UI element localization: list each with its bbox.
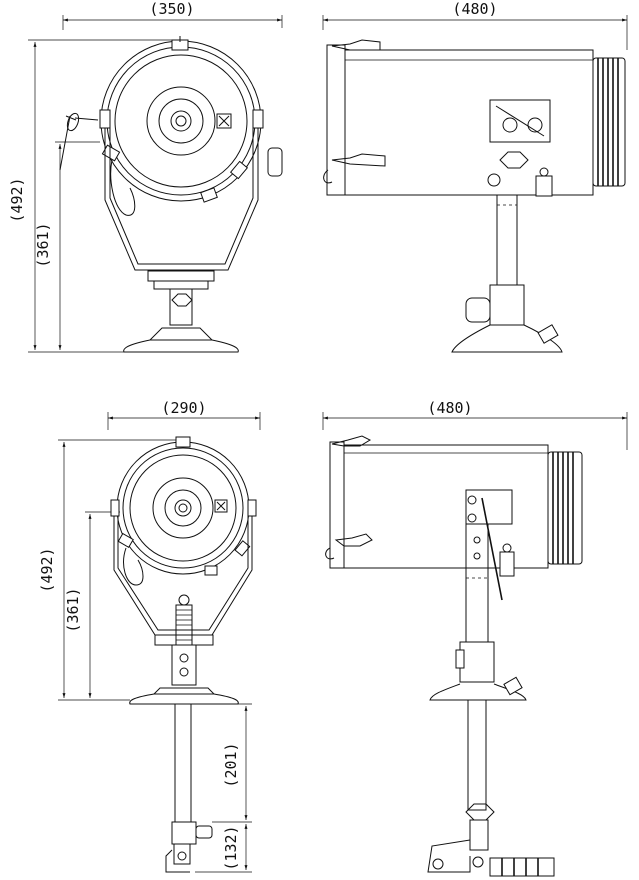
width-dimension-480-bottom: (480) <box>427 399 472 417</box>
width-dimension-290: (290) <box>161 399 206 417</box>
pole-dimension-201: (201) <box>222 742 240 787</box>
pole-dimension-132: (132) <box>222 825 240 870</box>
height-dimension-361: (361) <box>34 222 52 267</box>
front-view-top: (350) (492) (361) <box>8 0 283 353</box>
side-view-top: (480) <box>322 0 628 353</box>
height-dimension-361-bottom: (361) <box>64 587 82 632</box>
width-dimension-480: (480) <box>452 0 497 18</box>
front-view-bottom: (290) (492) (361) <box>38 399 261 873</box>
height-dimension-492: (492) <box>8 177 26 222</box>
width-dimension-350: (350) <box>149 0 194 18</box>
height-dimension-492-bottom: (492) <box>38 547 56 592</box>
side-view-bottom: (480) <box>322 399 628 877</box>
